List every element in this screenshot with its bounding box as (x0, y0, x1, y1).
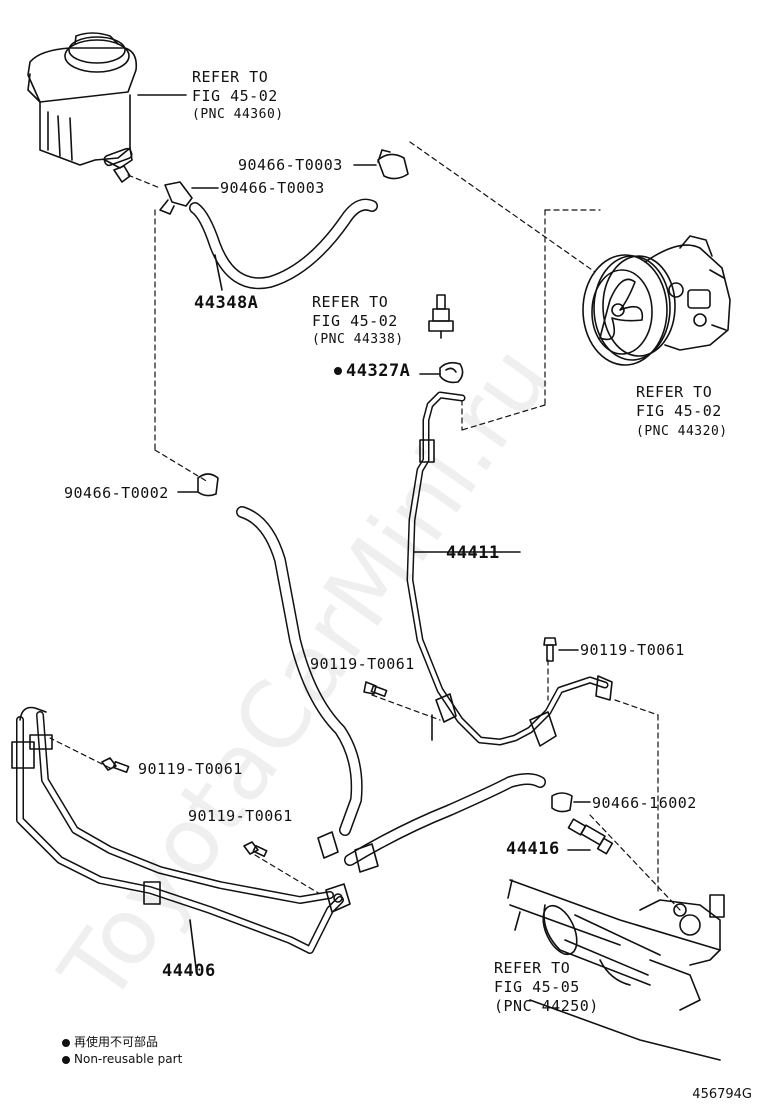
label-bolt-c[interactable]: 90119-T0061 (138, 760, 243, 778)
steering-rack (507, 879, 725, 1061)
switch-ref-line3: (PNC 44338) (312, 332, 404, 347)
label-bolt-d[interactable]: 90119-T0061 (188, 807, 293, 825)
legend-en-text: Non-reusable part (74, 1052, 183, 1066)
reservoir-ref-line2: FIG 45-02 (192, 87, 278, 105)
pump-ref-line3: (PNC 44320) (636, 424, 728, 439)
legend-jp: 再使用不可部品 (62, 1033, 158, 1050)
clip-90466-T0003-right (353, 149, 409, 180)
clip-90466-T0002 (177, 473, 219, 497)
label-union-44416[interactable]: 44416 (506, 839, 560, 859)
non-reusable-dot-icon (334, 367, 342, 375)
label-bolt-a[interactable]: 90119-T0061 (580, 641, 685, 659)
label-bolt-b[interactable]: 90119-T0061 (310, 655, 415, 673)
power-steering-pump (582, 235, 731, 366)
label-clip-top-left[interactable]: 90466-T0003 (220, 179, 325, 197)
legend-dot-icon (62, 1038, 70, 1047)
reservoir-ref-line3: (PNC 44360) (192, 107, 284, 122)
figure-id: 456794G (692, 1087, 752, 1102)
bolt-90119-T0061-lower (243, 841, 268, 858)
label-gasket-44327A[interactable]: 44327A (334, 362, 410, 380)
switch-ref-line1: REFER TO (312, 293, 389, 311)
pump-ref-line2: FIG 45-02 (636, 402, 722, 420)
hose-return-long (236, 506, 363, 859)
clip-90466-16002 (551, 792, 591, 813)
bolt-90119-T0061-upper-right (543, 637, 579, 662)
pump-ref-line1: REFER TO (636, 383, 713, 401)
legend-en: Non-reusable part (62, 1052, 182, 1066)
hose-44348A (189, 198, 378, 291)
label-clip-low[interactable]: 90466-16002 (592, 794, 697, 812)
tube-44406 (11, 706, 351, 969)
rack-ref-line2: FIG 45-05 (494, 978, 580, 996)
legend-dot-icon-2 (62, 1055, 70, 1064)
gasket-44327A (419, 361, 464, 384)
pressure-switch (428, 294, 454, 339)
label-gasket-text: 44327A (346, 361, 411, 381)
rack-ref-line1: REFER TO (494, 959, 571, 977)
tube-44411 (406, 391, 613, 747)
rack-ref-line3: (PNC 44250) (494, 997, 599, 1015)
union-44416 (567, 818, 614, 855)
switch-ref-line2: FIG 45-02 (312, 312, 398, 330)
label-clip-top-right[interactable]: 90466-T0003 (238, 156, 343, 174)
label-clip-mid[interactable]: 90466-T0002 (64, 484, 169, 502)
label-tube-44406[interactable]: 44406 (162, 961, 216, 981)
clip-90466-T0003-left (159, 181, 219, 215)
hose-return-right (344, 773, 546, 873)
reservoir-tank (27, 32, 138, 183)
bolt-90119-T0061-middle (363, 681, 388, 698)
label-hose-44348A[interactable]: 44348A (194, 293, 259, 313)
label-tube-44411[interactable]: 44411 (446, 543, 500, 563)
bolt-90119-T0061-left (101, 757, 130, 774)
reservoir-ref-line1: REFER TO (192, 68, 269, 86)
legend-jp-text: 再使用不可部品 (74, 1035, 159, 1049)
